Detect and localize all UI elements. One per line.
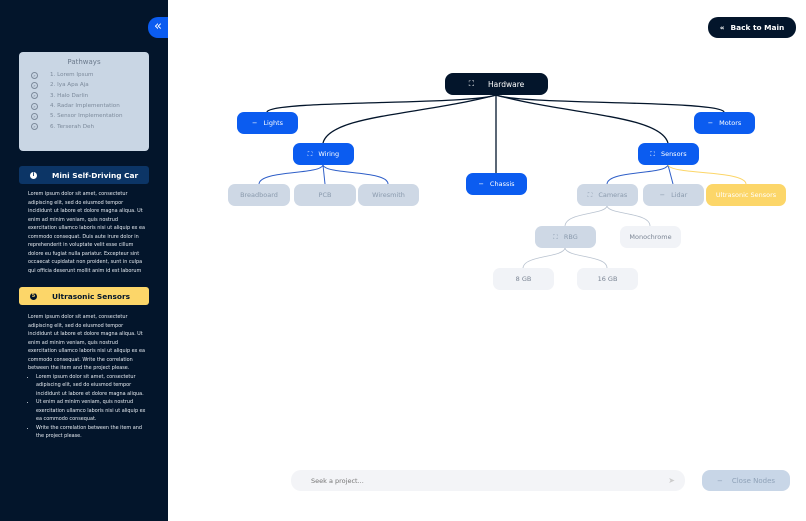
- node-label: Cameras: [598, 191, 628, 199]
- section-text: Lorem ipsum dolor sit amet, consectetur …: [28, 314, 146, 371]
- pathway-label: 4. Radar Implementation: [50, 103, 120, 110]
- double-chevron-left-icon: «: [154, 19, 162, 34]
- node-label: PCB: [318, 191, 332, 199]
- pathway-item[interactable]: » 5. Sensor Implementation: [31, 111, 149, 121]
- node-label: 16 GB: [597, 275, 618, 283]
- close-nodes-button[interactable]: − Close Nodes: [702, 470, 790, 491]
- search-input[interactable]: [311, 476, 611, 485]
- pathway-item[interactable]: » 4. Radar Implementation: [31, 101, 149, 111]
- node-breadboard[interactable]: Breadboard: [228, 184, 290, 206]
- pathway-label: 5. Sensor Implementation: [50, 113, 123, 120]
- minus-icon: −: [478, 180, 484, 188]
- minus-icon: −: [251, 119, 258, 127]
- node-wiring[interactable]: ⛶ Wiring: [293, 143, 354, 165]
- pathway-label: 6. Terserah Deh: [50, 123, 95, 130]
- node-label: Breadboard: [240, 191, 278, 199]
- node-label: Lidar: [671, 191, 688, 199]
- node-label: Motors: [719, 119, 742, 127]
- node-ultrasonic[interactable]: Ultrasonic Sensors: [706, 184, 786, 206]
- section-title: Ultrasonic Sensors: [52, 291, 131, 301]
- pathway-icon: »: [31, 102, 38, 110]
- expand-icon: ⛶: [587, 190, 593, 199]
- section-title: Mini Self-Driving Car: [52, 170, 139, 180]
- send-icon[interactable]: ➤: [668, 476, 675, 485]
- minus-icon: −: [707, 119, 714, 127]
- back-label: Back to Main: [730, 23, 785, 32]
- node-label: Hardware: [488, 79, 525, 89]
- close-nodes-label: Close Nodes: [731, 476, 776, 485]
- section-description: Lorem ipsum dolor sit amet, consectetur …: [28, 313, 148, 441]
- pathway-label: 3. Halo Darlin: [50, 92, 89, 99]
- node-lidar[interactable]: −Lidar: [643, 184, 704, 206]
- pathway-icon: »: [31, 112, 38, 120]
- expand-icon: ⛶: [650, 149, 655, 158]
- node-sensors[interactable]: ⛶ Sensors: [638, 143, 699, 165]
- node-label: Sensors: [660, 150, 687, 158]
- pathway-item[interactable]: » 2. Iya Apa Aja: [31, 80, 149, 90]
- project-search[interactable]: ➤: [291, 470, 685, 491]
- pathway-icon: »: [31, 92, 38, 100]
- pathway-item[interactable]: » 6. Terserah Deh: [31, 121, 149, 131]
- node-rbg[interactable]: ⛶ RBG: [535, 226, 596, 248]
- pathway-icon: »: [31, 81, 38, 89]
- pathway-icon: »: [31, 123, 38, 131]
- sidebar: Pathways »1. Lorem Ipsum»2. Iya Apa Aja»…: [0, 0, 168, 521]
- node-hardware[interactable]: ⛶ Hardware: [445, 73, 548, 95]
- node-label: RBG: [563, 233, 578, 241]
- expand-icon: ⛶: [553, 232, 558, 241]
- pathways-card: Pathways »1. Lorem Ipsum»2. Iya Apa Aja»…: [19, 52, 149, 151]
- pathway-label: 2. Iya Apa Aja: [50, 82, 89, 89]
- node-gb16[interactable]: 16 GB: [577, 268, 638, 290]
- node-monochrome[interactable]: Monochrome: [620, 226, 681, 248]
- node-pcb[interactable]: PCB: [294, 184, 356, 206]
- step-icon: 5: [30, 292, 37, 300]
- pathway-item[interactable]: » 3. Halo Darlin: [31, 91, 149, 101]
- bullet-item: Ut enim ad minim veniam, quis nostrud ex…: [36, 398, 148, 424]
- info-icon: i: [30, 171, 37, 179]
- minus-icon: −: [716, 476, 723, 485]
- node-motors[interactable]: −Motors: [694, 112, 755, 134]
- pathway-icon: »: [31, 71, 38, 79]
- back-to-main-button[interactable]: « Back to Main: [708, 17, 796, 38]
- expand-icon: ⛶: [468, 79, 475, 88]
- node-label: Monochrome: [629, 233, 672, 241]
- node-label: Ultrasonic Sensors: [715, 191, 777, 199]
- double-chevron-left-icon: «: [719, 23, 725, 32]
- section-header-ultrasonic-sensors[interactable]: 5 Ultrasonic Sensors: [19, 287, 149, 305]
- node-cameras[interactable]: ⛶ Cameras: [577, 184, 638, 206]
- section-description: Lorem ipsum dolor sit amet, consectetur …: [28, 191, 146, 274]
- bullet-item: Lorem ipsum dolor sit amet, consectetur …: [36, 373, 148, 399]
- node-label: Wiring: [318, 150, 340, 158]
- node-label: Wiresmith: [372, 191, 405, 199]
- expand-icon: ⛶: [307, 149, 313, 158]
- bullet-item: Write the correlation between the item a…: [36, 424, 148, 441]
- node-label: Lights: [263, 119, 284, 127]
- collapse-sidebar-button[interactable]: «: [148, 17, 168, 38]
- node-lights[interactable]: −Lights: [237, 112, 298, 134]
- pathway-label: 1. Lorem Ipsum: [50, 72, 94, 79]
- node-wiresmith[interactable]: Wiresmith: [358, 184, 419, 206]
- pathways-title: Pathways: [67, 58, 101, 66]
- node-label: 8 GB: [515, 275, 532, 283]
- minus-icon: −: [659, 191, 666, 199]
- node-chassis[interactable]: −Chassis: [466, 173, 527, 195]
- node-gb8[interactable]: 8 GB: [493, 268, 554, 290]
- node-label: Chassis: [489, 180, 515, 188]
- section-header-mini-self-driving-car[interactable]: i Mini Self-Driving Car: [19, 166, 149, 184]
- pathway-item[interactable]: » 1. Lorem Ipsum: [31, 70, 149, 80]
